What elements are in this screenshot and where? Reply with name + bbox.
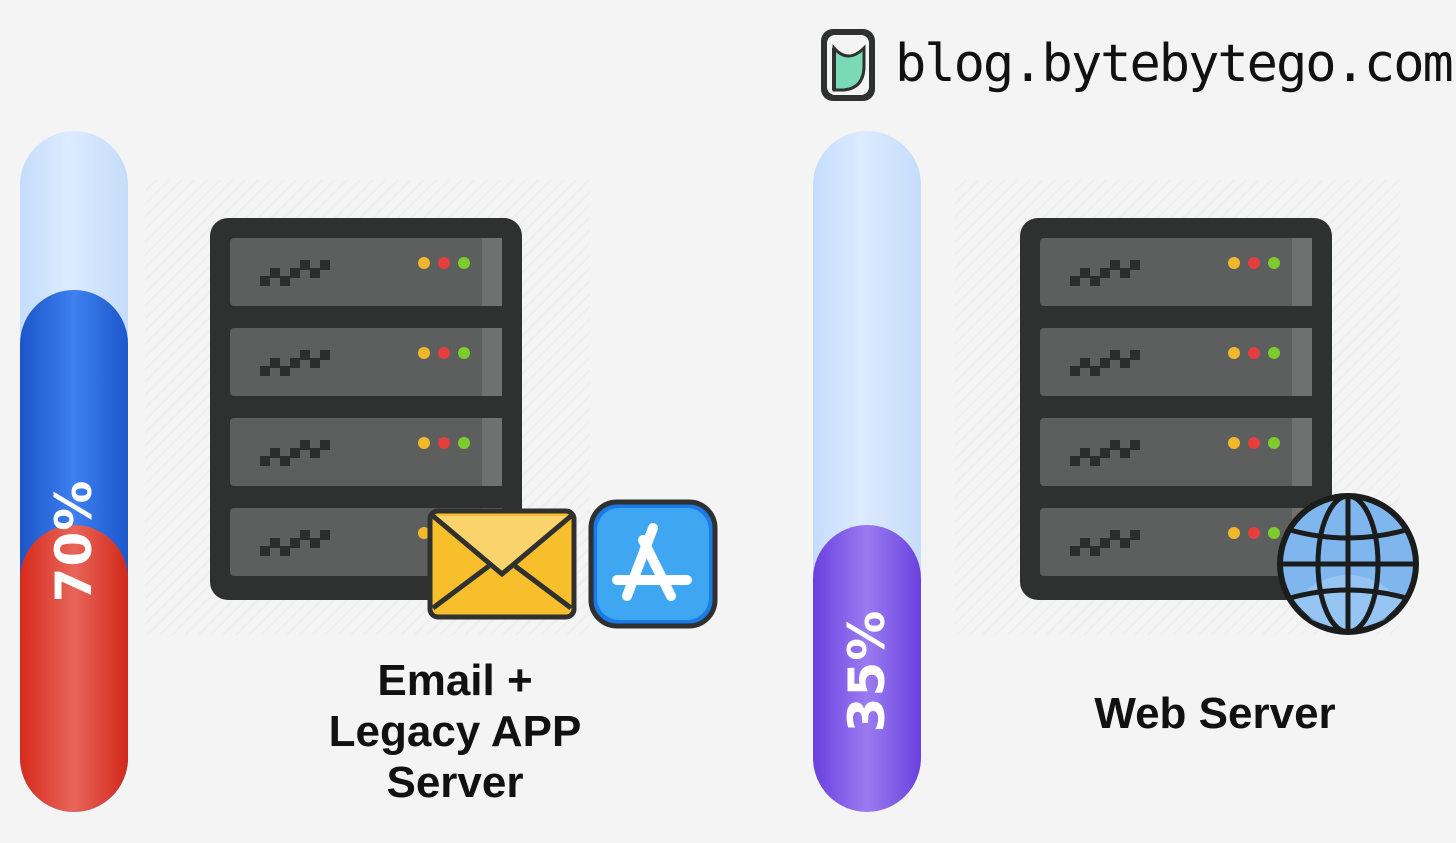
caption-line: Web Server xyxy=(1094,689,1336,738)
rack-unit-3 xyxy=(230,418,502,486)
usage-gauge-left-label: 70% xyxy=(45,479,103,603)
caption-line: Email + xyxy=(377,656,533,705)
rack-unit-4 xyxy=(1040,508,1312,576)
rack-unit-2 xyxy=(1040,328,1312,396)
left-server-caption: Email + Legacy APP Server xyxy=(290,655,620,808)
caption-line: Legacy APP xyxy=(328,707,582,756)
rack-unit-1 xyxy=(230,238,502,306)
brand-url: blog.bytebytego.com xyxy=(895,34,1454,94)
right-server-caption: Web Server xyxy=(1050,688,1380,739)
caption-line: Server xyxy=(386,758,524,807)
app-store-icon xyxy=(588,499,718,629)
server-rack-icon-right xyxy=(1020,218,1332,600)
usage-gauge-right: 35% xyxy=(813,131,921,812)
envelope-icon xyxy=(427,508,577,620)
usage-gauge-left-fill xyxy=(20,525,128,812)
rack-unit-1 xyxy=(1040,238,1312,306)
bytebytego-logo-icon xyxy=(821,29,875,101)
rack-unit-3 xyxy=(1040,418,1312,486)
usage-gauge-left: 70% xyxy=(20,131,128,812)
rack-unit-2 xyxy=(230,328,502,396)
usage-gauge-right-label: 35% xyxy=(838,609,896,733)
globe-icon xyxy=(1277,493,1419,635)
usage-gauge-right-fill xyxy=(813,525,921,812)
